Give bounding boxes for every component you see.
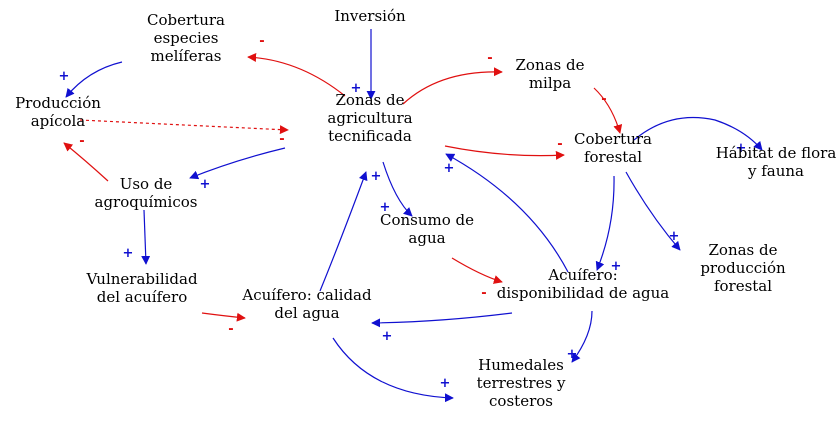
link-zonas-agricultura-to-zonas-milpa [402, 67, 503, 105]
node-line: Acuífero: calidad [241, 286, 372, 304]
link-acuifero-calidad-to-humedales [332, 337, 454, 403]
polarity-label-negative: - [228, 322, 233, 337]
polarity-label-positive: + [351, 81, 362, 96]
node-line: Zonas de [708, 241, 777, 259]
link-uso-agroquimicos-to-vulnerabilidad [141, 209, 151, 265]
node-line: Zonas de [335, 91, 404, 109]
link-consumo-agua-to-acuifero-disponibilidad [451, 257, 503, 284]
node-line: Hábitat de flora [716, 144, 837, 162]
link-zonas-agricultura-to-cobertura-meliferas [247, 52, 346, 97]
node-line: y fauna [747, 162, 804, 180]
polarity-label-positive: + [736, 141, 747, 156]
link-zonas-agricultura-to-consumo-agua [382, 161, 413, 217]
polarity-label-positive: + [440, 376, 451, 391]
polarity-label-positive: + [382, 329, 393, 344]
polarity-label-positive: + [611, 259, 622, 274]
node-line: agroquímicos [95, 193, 198, 211]
node-line: disponibilidad de agua [497, 284, 670, 302]
node-line: Acuífero: [547, 266, 617, 284]
link-acuifero-disponibilidad-to-acuifero-calidad [371, 312, 513, 328]
polarity-label-negative: - [481, 286, 486, 301]
polarity-label-positive: + [371, 169, 382, 184]
link-zonas-agricultura-to-cobertura-forestal [444, 145, 565, 160]
node-line: del acuífero [97, 288, 187, 306]
node-line: costeros [489, 392, 553, 410]
link-cobertura-forestal-to-habitat [633, 117, 763, 151]
node-line: melíferas [151, 47, 222, 65]
polarity-label-positive: + [444, 161, 455, 176]
node-line: terrestres y [477, 374, 566, 392]
node-line: del agua [274, 304, 339, 322]
node-line: Zonas de [515, 56, 584, 74]
link-acuifero-calidad-to-zonas-agricultura [319, 171, 368, 292]
node-line: Vulnerabilidad [85, 270, 198, 288]
link-cobertura-forestal-to-acuifero-disponibilidad [595, 175, 615, 271]
node-inversion: Inversión [334, 7, 406, 25]
link-cobertura-meliferas-to-produccion-apicola [65, 61, 123, 98]
node-line: apícola [31, 112, 86, 130]
link-vulnerabilidad-to-acuifero-calidad [201, 312, 246, 322]
node-line: agua [408, 229, 445, 247]
link-zonas-milpa-to-cobertura-forestal [593, 87, 623, 134]
polarity-label-positive: + [59, 69, 70, 84]
polarity-label-negative: - [259, 34, 264, 49]
polarity-label-positive: + [380, 200, 391, 215]
polarity-label-negative: - [279, 132, 284, 147]
polarity-label-negative: - [601, 92, 606, 107]
link-uso-agroquimicos-to-produccion-apicola [63, 142, 109, 182]
node-line: Cobertura [147, 11, 225, 29]
node-line: especies [154, 29, 219, 47]
node-line: Cobertura [574, 130, 652, 148]
node-line: Inversión [334, 7, 406, 25]
node-line: forestal [714, 277, 772, 295]
polarity-label-negative: - [79, 134, 84, 149]
polarity-label-negative: - [557, 137, 562, 152]
link-zonas-agricultura-to-uso-agroquimicos [189, 147, 286, 180]
link-produccion-apicola-to-zonas-agricultura [79, 119, 289, 135]
node-acuifero-disponibilidad: Acuífero:disponibilidad de agua [497, 266, 670, 302]
link-acuifero-disponibilidad-to-humedales [571, 310, 593, 363]
node-line: Producción [15, 94, 101, 112]
node-line: forestal [584, 148, 642, 166]
node-line: Consumo de [380, 211, 474, 229]
node-line: Humedales [478, 356, 564, 374]
node-line: milpa [529, 74, 571, 92]
node-line: producción [700, 259, 786, 277]
link-cobertura-forestal-to-zonas-produccion-forestal [625, 171, 681, 251]
node-line: tecnificada [328, 127, 412, 145]
polarity-label-positive: + [200, 177, 211, 192]
polarity-label-positive: + [567, 347, 578, 362]
node-line: Uso de [120, 175, 173, 193]
polarity-label-positive: + [669, 229, 680, 244]
polarity-label-negative: - [487, 51, 492, 66]
node-line: agricultura [327, 109, 412, 127]
link-acuifero-disponibilidad-to-zonas-agricultura [445, 153, 569, 273]
polarity-label-positive: + [123, 246, 134, 261]
